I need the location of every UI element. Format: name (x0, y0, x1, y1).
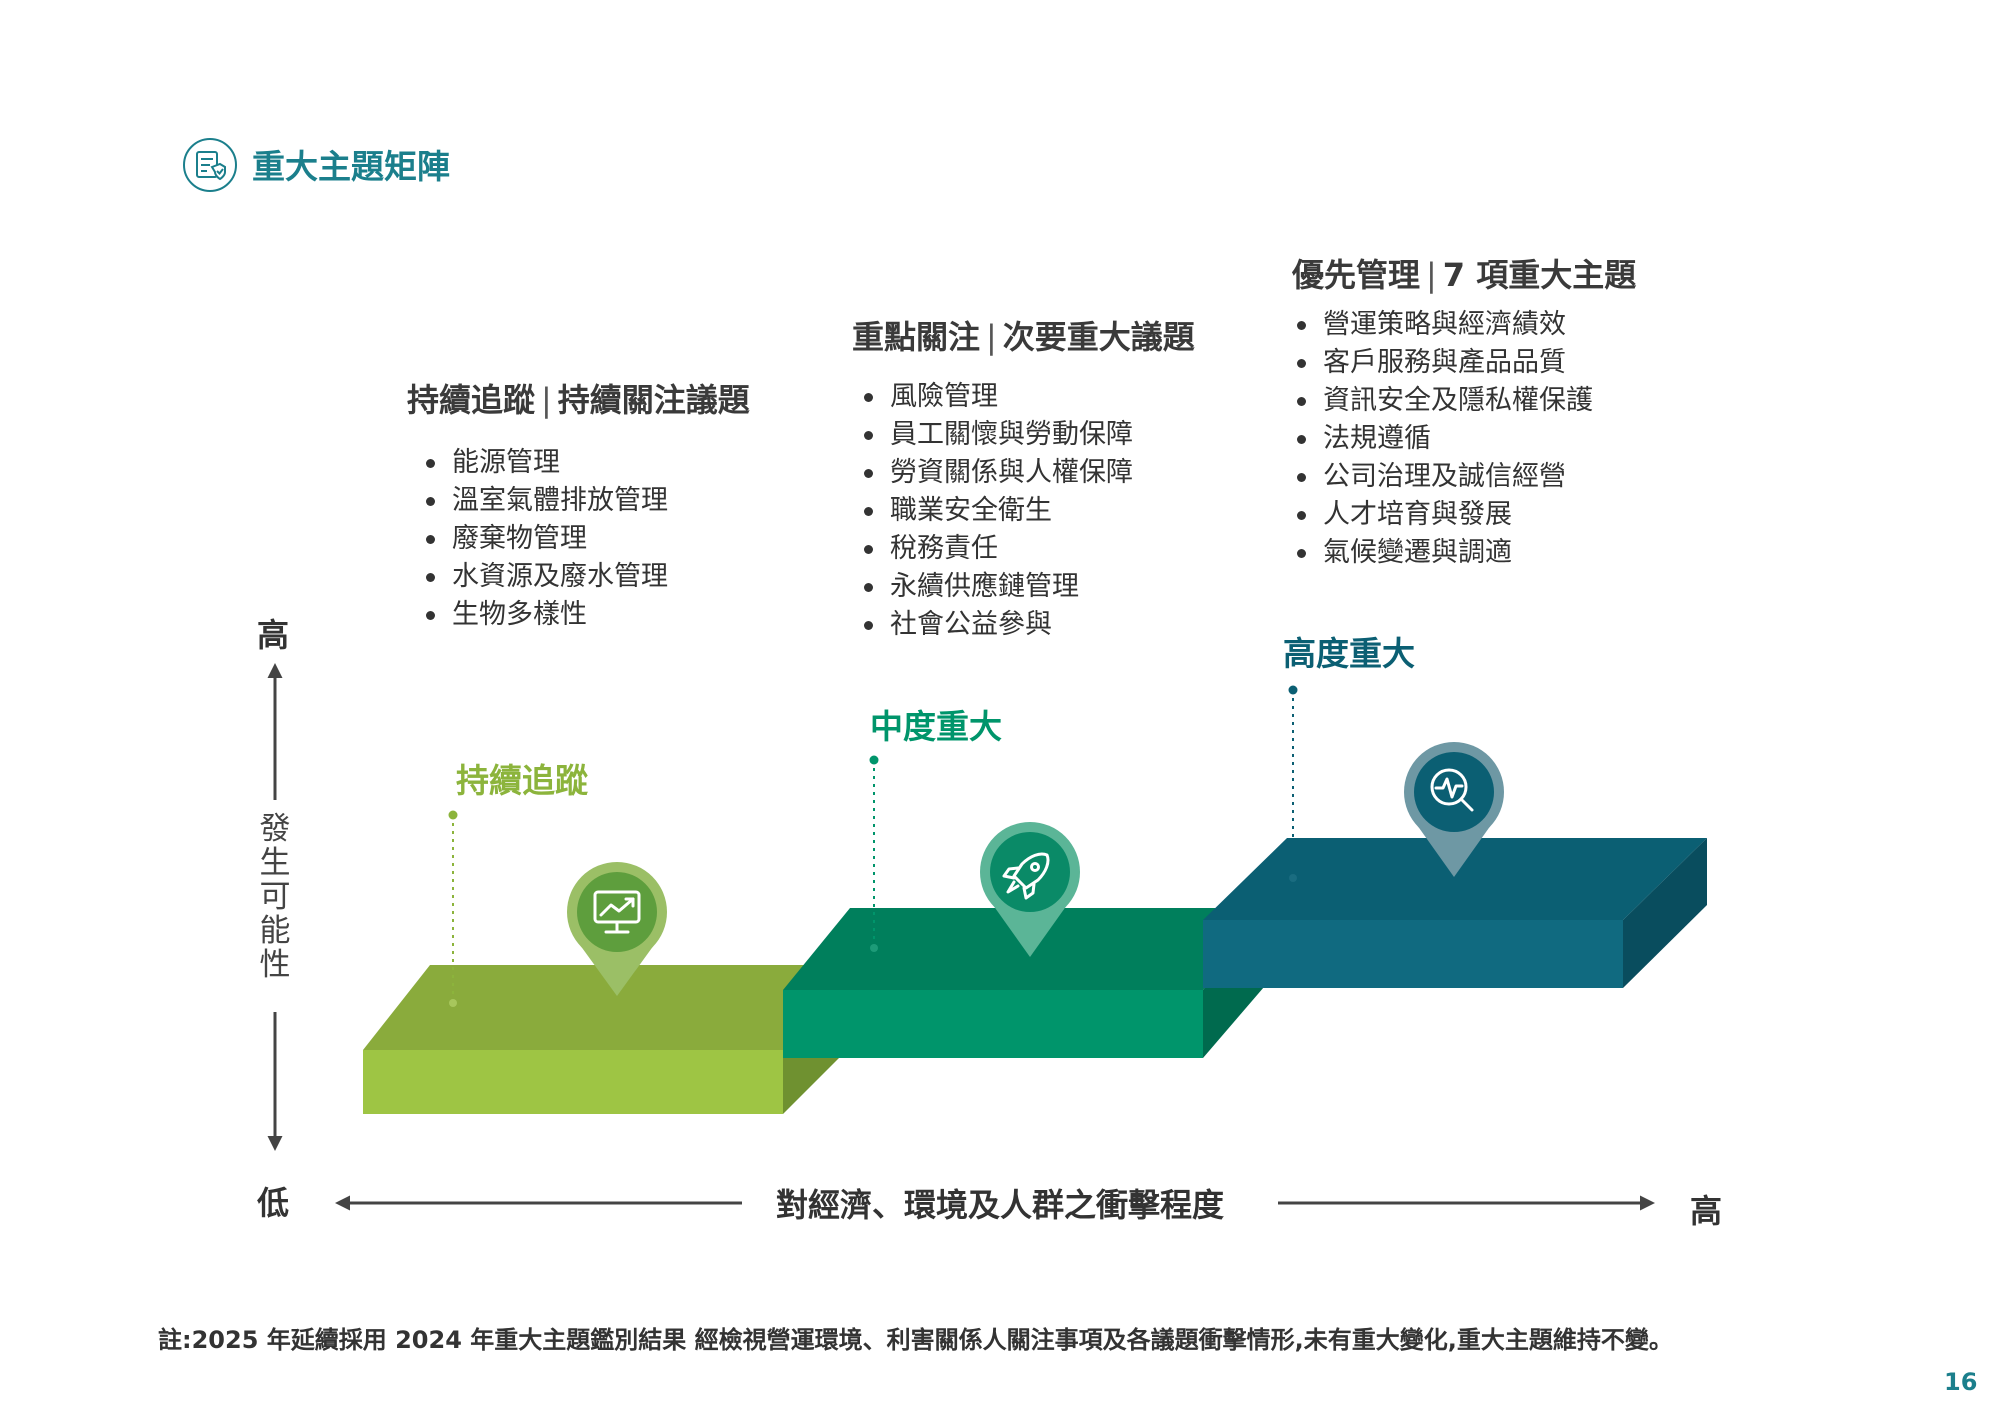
y-axis-char: 可 (259, 879, 291, 915)
list-item: 勞資關係與人權保障 (860, 454, 1133, 492)
list-item: 氣候變遷與調適 (1293, 534, 1593, 572)
x-axis-label: 對經濟、環境及人群之衝擊程度 (775, 1186, 1224, 1224)
leader-medium (869, 755, 879, 952)
footnote: 註:2025 年延續採用 2024 年重大主題鑑別結果 經檢視營運環境、利害關係… (158, 1326, 1673, 1354)
list-item: 稅務責任 (860, 530, 1133, 568)
list-item: 法規遵循 (1293, 420, 1593, 458)
y-axis-high-label: 高 (257, 616, 290, 654)
topic-list-focus: 風險管理 員工關懷與勞動保障 勞資關係與人權保障 職業安全衛生 稅務責任 永續供… (860, 378, 1133, 644)
level-label-medium: 中度重大 (870, 707, 1002, 746)
list-item: 營運策略與經濟績效 (1293, 306, 1593, 344)
list-item: 員工關懷與勞動保障 (860, 416, 1133, 454)
group-title-sub: 7 項重大主題 (1442, 256, 1637, 294)
y-axis-char: 發 (259, 811, 291, 847)
topic-list-monitor: 能源管理 溫室氣體排放管理 廢棄物管理 水資源及廢水管理 生物多樣性 (422, 444, 668, 634)
list-item: 資訊安全及隱私權保護 (1293, 382, 1593, 420)
list-item: 溫室氣體排放管理 (422, 482, 668, 520)
level-label-high: 高度重大 (1283, 634, 1415, 673)
trending-chart-icon (593, 890, 641, 934)
list-item: 人才培育與發展 (1293, 496, 1593, 534)
list-item: 能源管理 (422, 444, 668, 482)
step-low (363, 965, 850, 1114)
list-item: 社會公益參與 (860, 606, 1133, 644)
pin-medium (980, 822, 1080, 957)
step-high (1203, 838, 1707, 988)
list-item: 風險管理 (860, 378, 1133, 416)
document-check-icon (183, 138, 237, 192)
group-title-focus: 重點關注|次要重大議題 (852, 312, 1195, 358)
group-title-sub: 次要重大議題 (1002, 318, 1195, 356)
leader-high (1288, 685, 1298, 882)
list-item: 公司治理及誠信經營 (1293, 458, 1593, 496)
x-axis-high-label: 高 (1690, 1192, 1723, 1230)
search-pulse-icon (1430, 768, 1474, 812)
rocket-icon (1002, 852, 1050, 900)
y-axis-char: 能 (259, 913, 291, 949)
y-axis-low-label: 低 (257, 1184, 290, 1222)
page-number: 16 (1944, 1368, 1978, 1396)
group-title-separator: | (1426, 256, 1437, 294)
topic-list-priority: 營運策略與經濟績效 客戶服務與產品品質 資訊安全及隱私權保護 法規遵循 公司治理… (1293, 306, 1593, 572)
group-title-sub: 持續關注議題 (557, 381, 750, 419)
group-title-priority: 優先管理|7 項重大主題 (1292, 250, 1636, 296)
group-title-main: 持續追蹤 (407, 381, 536, 419)
list-item: 永續供應鏈管理 (860, 568, 1133, 606)
page-title: 重大主題矩陣 (252, 147, 450, 186)
y-axis-char: 生 (259, 845, 291, 881)
list-item: 生物多樣性 (422, 596, 668, 634)
group-title-separator: | (541, 381, 552, 419)
y-axis-char: 性 (259, 947, 291, 983)
pin-high (1404, 742, 1504, 877)
list-item: 廢棄物管理 (422, 520, 668, 558)
list-item: 客戶服務與產品品質 (1293, 344, 1593, 382)
list-item: 職業安全衛生 (860, 492, 1133, 530)
group-title-main: 重點關注 (852, 318, 981, 356)
level-label-low: 持續追蹤 (456, 761, 588, 800)
group-title-main: 優先管理 (1292, 256, 1421, 294)
group-title-monitor: 持續追蹤|持續關注議題 (407, 375, 750, 421)
y-axis-label: 發 生 可 能 性 (257, 812, 293, 982)
list-item: 水資源及廢水管理 (422, 558, 668, 596)
group-title-separator: | (986, 318, 997, 356)
pin-low (567, 862, 667, 996)
leader-low (448, 810, 458, 1007)
